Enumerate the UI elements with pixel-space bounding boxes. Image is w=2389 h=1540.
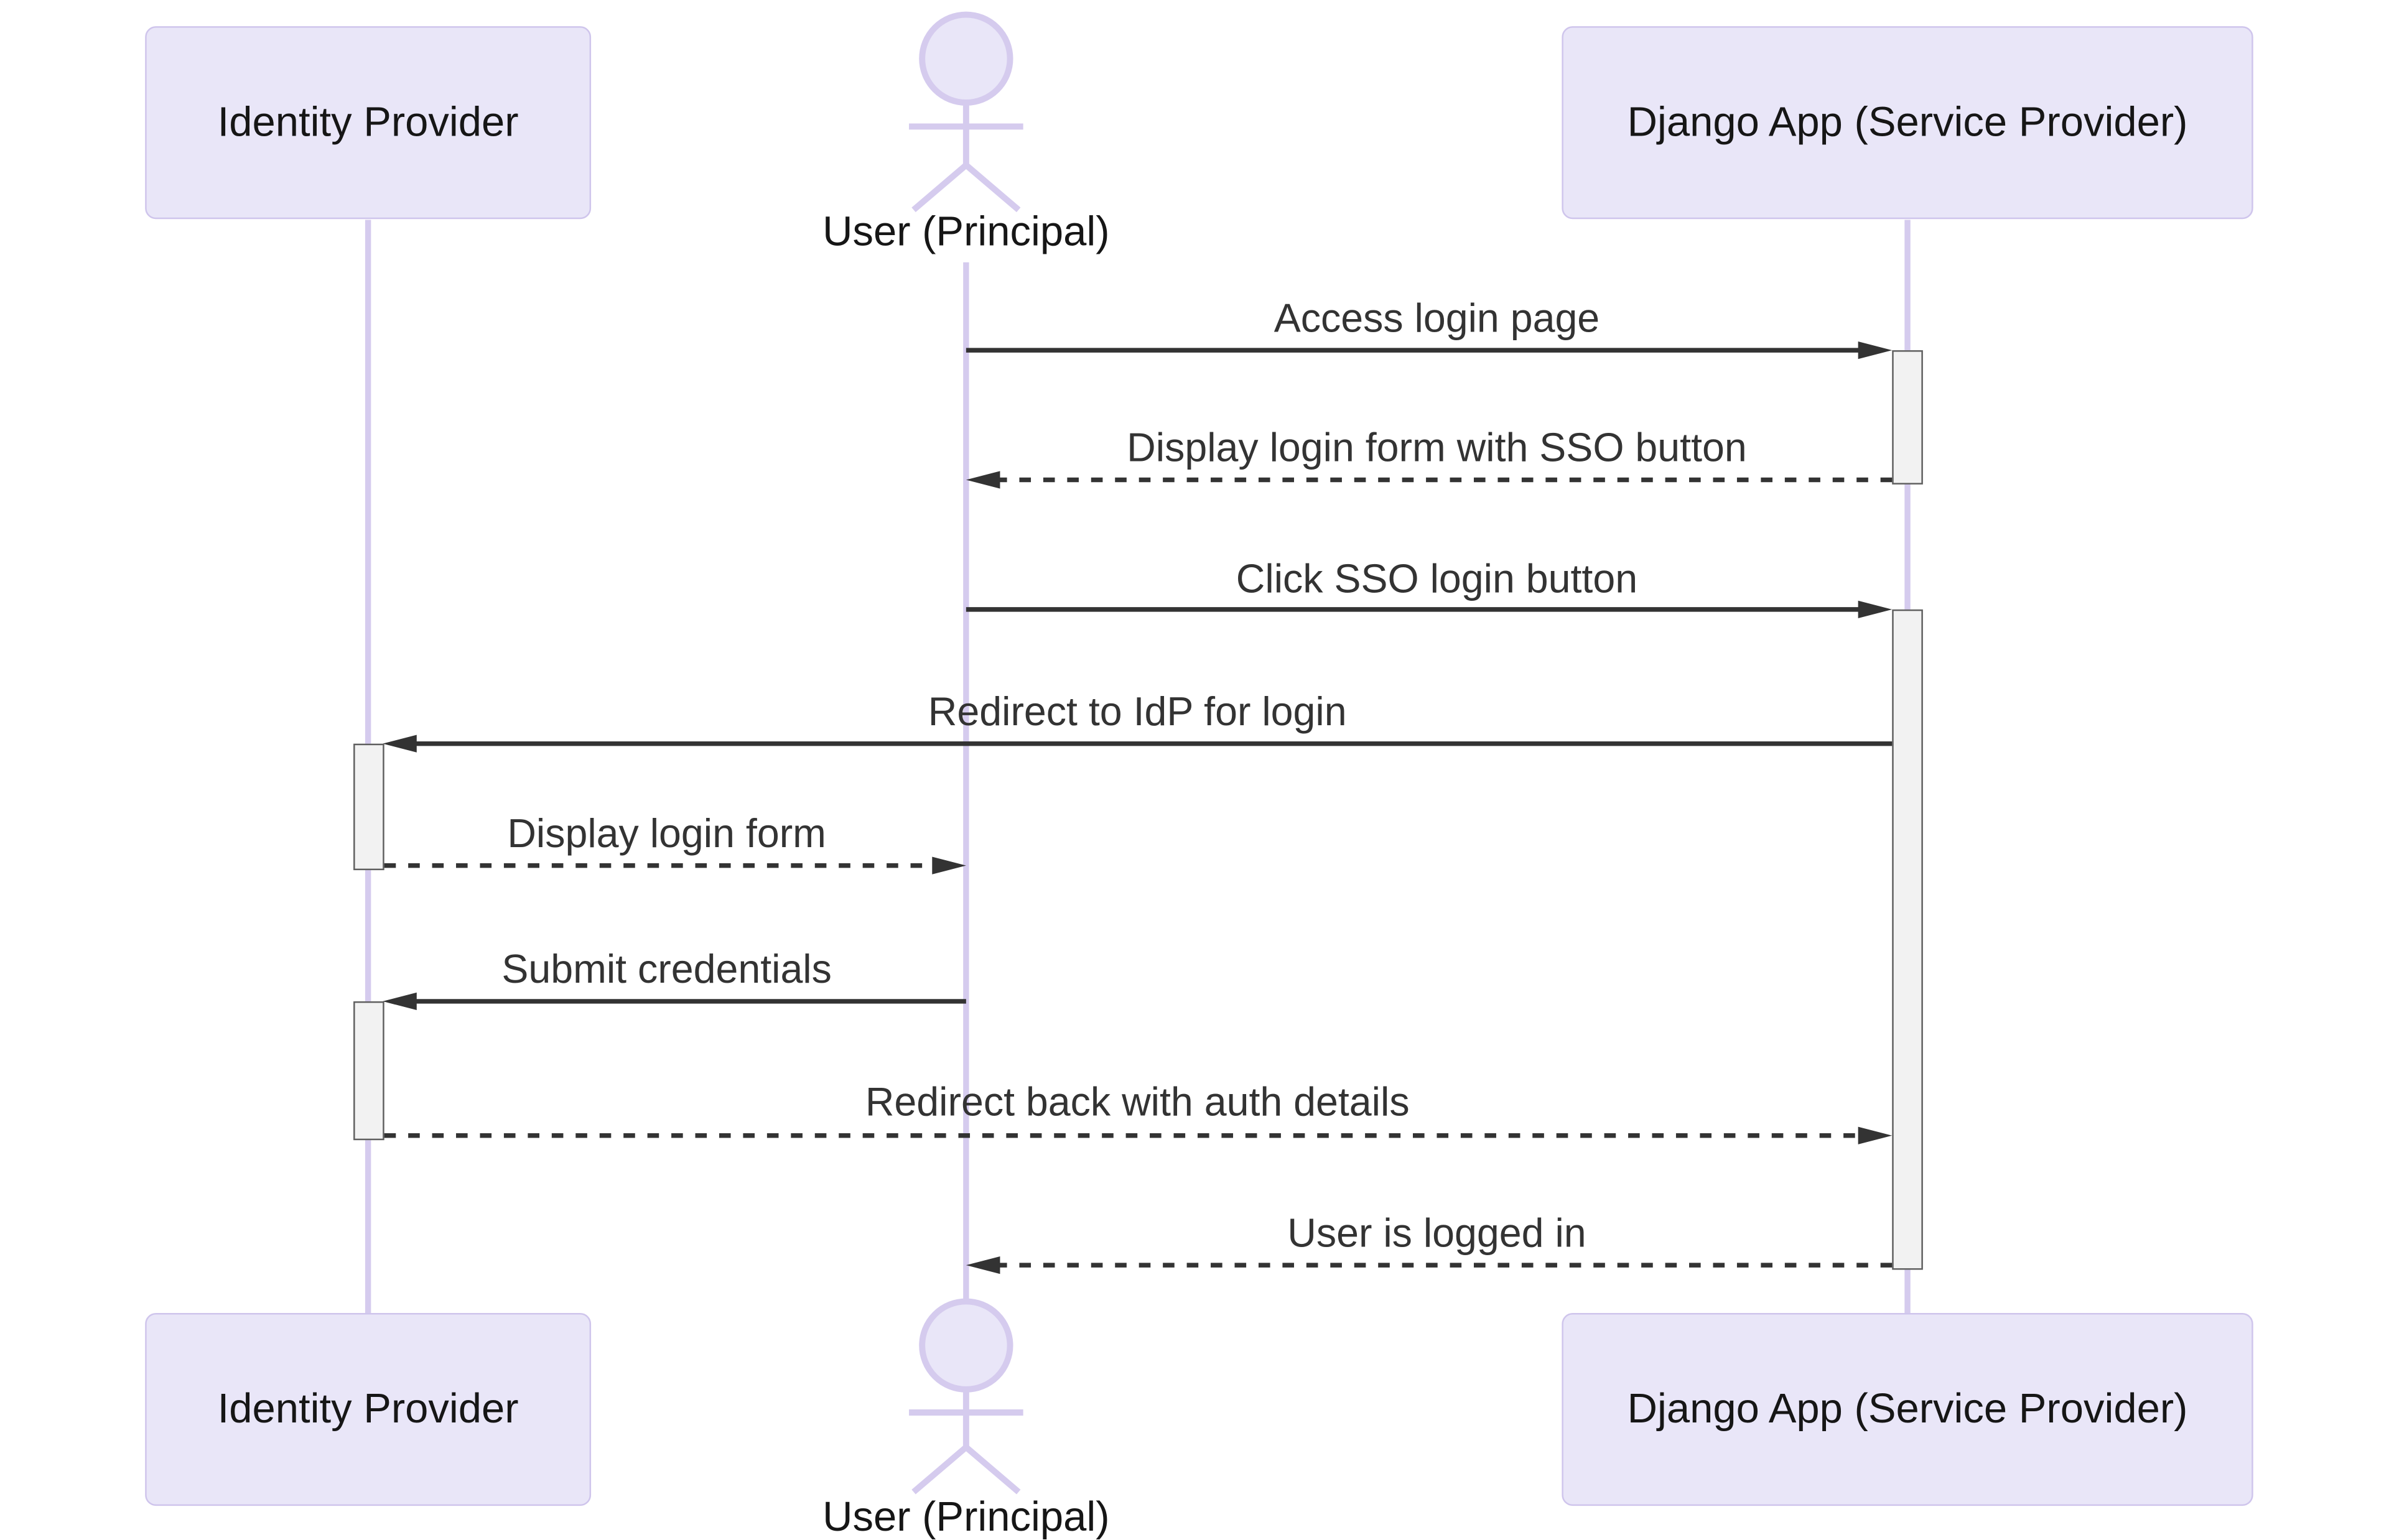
participant-box-django-app-top: Django App (Service Provider) <box>1562 26 2253 220</box>
message-arrowhead-5 <box>932 856 966 874</box>
message-label-6: Submit credentials <box>501 945 832 993</box>
actor-right-leg-icon <box>964 1445 1021 1495</box>
message-label-4: Redirect to IdP for login <box>928 688 1347 735</box>
actor-figure-user-top-icon <box>909 11 1023 213</box>
message-label-7: Redirect back with auth details <box>865 1078 1410 1125</box>
activation-bar-django-1 <box>1892 349 1923 484</box>
participant-box-identity-provider-top: Identity Provider <box>145 26 592 220</box>
participant-label: Identity Provider <box>217 1386 519 1432</box>
participant-box-identity-provider-bottom: Identity Provider <box>145 1313 592 1506</box>
participant-label: Django App (Service Provider) <box>1627 1386 2188 1432</box>
message-arrowhead-2 <box>966 471 1000 489</box>
message-label-1: Access login page <box>1274 294 1600 341</box>
actor-label-user-top: User (Principal) <box>822 208 1110 255</box>
message-arrowhead-6 <box>383 992 417 1011</box>
message-arrowhead-3 <box>1858 600 1893 618</box>
message-arrowhead-8 <box>966 1256 1000 1274</box>
message-arrowhead-7 <box>1858 1126 1893 1144</box>
actor-label-user-bottom: User (Principal) <box>822 1493 1110 1540</box>
message-label-3: Click SSO login button <box>1236 555 1638 602</box>
message-arrowhead-1 <box>1858 341 1893 359</box>
participant-label: Django App (Service Provider) <box>1627 99 2188 146</box>
message-label-8: User is logged in <box>1287 1209 1586 1256</box>
activation-bar-idp-2 <box>352 1000 384 1139</box>
activation-bar-django-2 <box>1892 608 1923 1269</box>
activation-bar-idp-1 <box>352 743 384 870</box>
participant-label: Identity Provider <box>217 99 519 146</box>
actor-right-leg-icon <box>964 162 1021 213</box>
message-label-2: Display login form with SSO button <box>1127 424 1747 471</box>
actor-left-leg-icon <box>911 162 969 213</box>
actor-figure-user-bottom-icon <box>909 1298 1023 1495</box>
message-label-5: Display login form <box>507 810 826 856</box>
message-arrowhead-4 <box>383 735 417 753</box>
participant-box-django-app-bottom: Django App (Service Provider) <box>1562 1313 2253 1506</box>
actor-left-leg-icon <box>911 1445 969 1495</box>
